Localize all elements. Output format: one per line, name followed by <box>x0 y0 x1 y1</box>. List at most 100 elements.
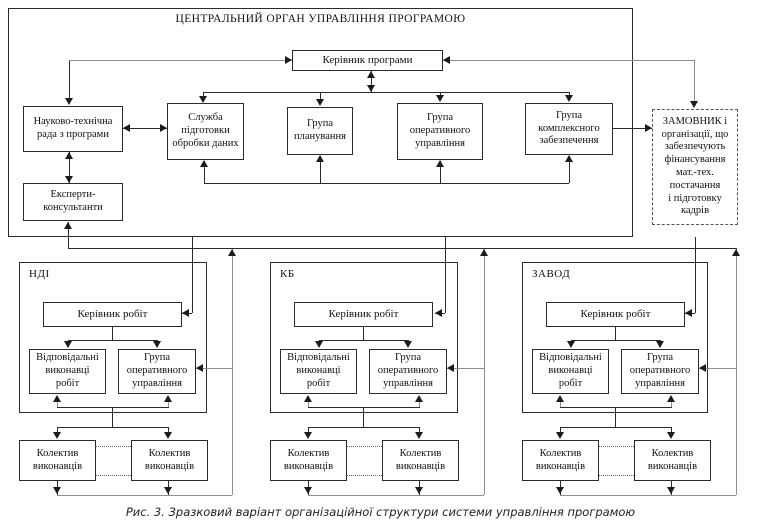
arrowhead-left-icon <box>196 364 203 372</box>
arrowhead-down-icon <box>404 341 412 348</box>
customer-box: ЗАМОВНИК і організації, що забезпечують … <box>652 109 738 225</box>
connector-line <box>440 161 441 183</box>
connector-line <box>569 156 570 183</box>
connector-line <box>232 249 233 495</box>
arrowhead-down-icon <box>64 341 72 348</box>
arrowhead-left-icon <box>435 309 442 317</box>
connector-line <box>57 428 58 433</box>
connector-line <box>694 61 695 102</box>
arrowhead-up-icon <box>556 395 564 402</box>
connector-line <box>57 397 58 407</box>
connector-line <box>671 428 672 433</box>
arrowhead-down-icon <box>656 341 664 348</box>
arrowhead-down-icon <box>556 487 564 494</box>
science-council-box: Науково-технічна рада з програми <box>23 106 123 152</box>
zavod-work-manager-box: Керівник робіт <box>546 302 685 327</box>
connector-line <box>57 427 169 428</box>
connector-line <box>599 446 634 447</box>
connector-line <box>69 152 70 183</box>
arrowhead-down-icon <box>164 487 172 494</box>
arrowhead-up-icon <box>53 395 61 402</box>
connector-line <box>204 161 205 183</box>
connector-line <box>320 156 321 183</box>
connector-line <box>560 397 561 407</box>
connector-line <box>560 428 561 433</box>
kb-team-box-2: Колектив виконавців <box>382 440 459 481</box>
connector-line <box>168 428 169 433</box>
arrowhead-down-icon <box>53 487 61 494</box>
arrowhead-down-icon <box>53 432 61 439</box>
kb-responsible-executors-box: Відповідальні виконавці робіт <box>280 349 357 394</box>
kb-team-box-1: Колектив виконавців <box>270 440 347 481</box>
arrowhead-up-icon <box>732 249 740 256</box>
arrowhead-up-icon <box>436 160 444 167</box>
connector-line <box>123 128 167 129</box>
planning-group-box: Група планування <box>287 107 353 155</box>
section-ndi-frame: НДІ <box>19 262 207 413</box>
arrowhead-down-icon <box>304 432 312 439</box>
arrowhead-left-icon <box>685 309 692 317</box>
connector-line <box>560 495 736 496</box>
connector-line <box>347 475 382 476</box>
ndi-team-box-1: Колектив виконавців <box>19 440 96 481</box>
connector-line <box>615 407 616 427</box>
section-kb-label: КБ <box>280 268 295 280</box>
arrowhead-down-icon <box>367 85 375 92</box>
ndi-team-box-2: Колектив виконавців <box>131 440 208 481</box>
connector-line <box>68 222 69 248</box>
connector-line <box>320 93 321 101</box>
section-ndi-label: НДІ <box>29 268 50 280</box>
connector-line <box>484 249 485 495</box>
arrowhead-up-icon <box>367 71 375 78</box>
connector-line <box>363 327 364 340</box>
central-organ-title: ЦЕНТРАЛЬНИЙ ОРГАН УПРАВЛІННЯ ПРОГРАМОЮ <box>175 13 466 25</box>
kb-work-manager-box: Керівник робіт <box>294 302 433 327</box>
connector-line <box>57 495 232 496</box>
connector-line <box>96 446 131 447</box>
arrowhead-down-icon <box>690 101 698 108</box>
arrowhead-down-icon <box>153 341 161 348</box>
connector-line <box>447 368 484 369</box>
arrowhead-down-icon <box>667 432 675 439</box>
figure-caption: Рис. 3. Зразковий варіант організаційної… <box>125 505 636 519</box>
connector-line <box>96 475 131 476</box>
arrowhead-down-icon <box>304 487 312 494</box>
zavod-team-box-2: Колектив виконавців <box>634 440 711 481</box>
arrowhead-down-icon <box>315 341 323 348</box>
arrowhead-down-icon <box>316 99 324 106</box>
arrowhead-left-icon <box>182 309 189 317</box>
connector-line <box>192 237 193 313</box>
arrowhead-up-icon <box>65 152 73 159</box>
connector-line <box>443 60 695 61</box>
arrowhead-up-icon <box>565 155 573 162</box>
connector-line <box>68 340 158 341</box>
connector-line <box>168 397 169 407</box>
central-organ-frame <box>8 8 633 237</box>
arrowhead-up-icon <box>200 160 208 167</box>
connector-line <box>419 397 420 407</box>
arrowhead-right-icon <box>285 56 292 64</box>
arrowhead-right-icon <box>645 124 652 132</box>
connector-line <box>308 427 420 428</box>
connector-line <box>371 71 372 92</box>
ndi-responsible-executors-box: Відповідальні виконавці робіт <box>29 349 106 394</box>
arrowhead-left-icon <box>443 56 450 64</box>
arrowhead-down-icon <box>415 487 423 494</box>
arrowhead-up-icon <box>164 395 172 402</box>
arrowhead-down-icon <box>65 176 73 183</box>
connector-line <box>112 407 113 427</box>
connector-line <box>445 237 446 313</box>
arrowhead-right-icon <box>160 124 167 132</box>
connector-line <box>308 428 309 433</box>
connector-line <box>560 407 672 408</box>
arrowhead-up-icon <box>228 249 236 256</box>
arrowhead-left-icon <box>447 364 454 372</box>
arrowhead-up-icon <box>480 249 488 256</box>
section-zavod-label: ЗАВОД <box>532 268 571 280</box>
connector-line <box>363 407 364 427</box>
connector-line <box>599 475 634 476</box>
connector-line <box>203 93 204 98</box>
arrowhead-down-icon <box>556 432 564 439</box>
arrowhead-up-icon <box>316 155 324 162</box>
